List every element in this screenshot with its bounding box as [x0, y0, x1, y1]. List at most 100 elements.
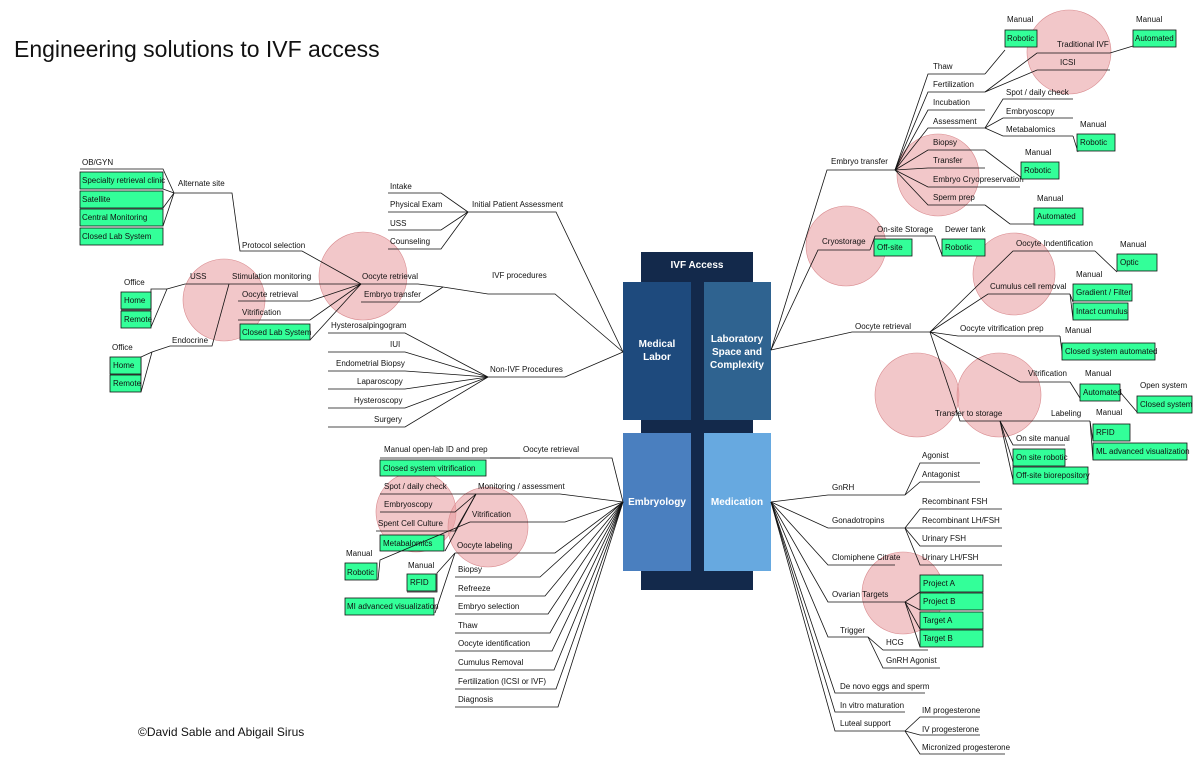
label-physical-exam: Physical Exam	[390, 200, 443, 209]
green-mi-advanced	[344, 597, 435, 616]
label-iv-progesterone: IV progesterone	[922, 725, 979, 734]
label-automated-top: Automated	[1135, 34, 1174, 43]
embryology-branch: Oocyte retrieval Manual open-lab ID and …	[344, 445, 624, 708]
medical-labor-label-1: Medical	[639, 339, 676, 350]
label-office: Office	[124, 278, 145, 287]
laboratory-label-3: Complexity	[710, 360, 764, 371]
label-initial-patient-assessment: Initial Patient Assessment	[472, 200, 564, 209]
green-closed-lab-system-2	[239, 323, 311, 341]
medication-label: Medication	[711, 497, 763, 508]
label-l-embryoscopy: Embryoscopy	[1006, 107, 1054, 116]
label-oocyte-vitri-prep: Oocyte vitrification prep	[960, 324, 1044, 333]
green-central-monitoring	[79, 208, 164, 227]
label-l-thaw: Thaw	[933, 62, 953, 71]
label-alternate-site: Alternate site	[178, 179, 225, 188]
label-intake: Intake	[390, 182, 412, 191]
label-metabalomics: Metabalomics	[383, 539, 432, 548]
label-monitoring-assessment: Monitoring / assessment	[478, 482, 565, 491]
label-target-b: Target B	[923, 634, 953, 643]
label-transfer-to-storage: Transfer to storage	[935, 409, 1003, 418]
label-l-embryo-transfer: Embryo transfer	[831, 157, 888, 166]
green-closed-lab-system	[79, 227, 164, 246]
label-specialty-retrieval: Specialty retrieval clinic	[82, 176, 165, 185]
green-on-site-robotic	[1012, 448, 1066, 467]
label-protocol-selection: Protocol selection	[242, 241, 305, 250]
label-automated-vitri: Automated	[1083, 388, 1122, 397]
label-robotic-meta: Robotic	[1080, 138, 1107, 147]
green-target-a	[919, 611, 984, 630]
label-robotic-dewer: Robotic	[945, 243, 972, 252]
green-robotic-biopsy	[1020, 161, 1060, 180]
label-l-manual-10: Manual	[1096, 408, 1122, 417]
label-l-manual-4: Manual	[1025, 148, 1051, 157]
label-fertilization: Fertilization	[933, 80, 974, 89]
label-l-manual-2: Manual	[1136, 15, 1162, 24]
medical-labor-block	[623, 282, 691, 420]
label-dewer-tank: Dewer tank	[945, 225, 986, 234]
label-remote-1: Remote	[124, 315, 153, 324]
green-robotic-dewer	[941, 238, 986, 257]
label-l-manual-7: Manual	[1076, 270, 1102, 279]
label-incubation: Incubation	[933, 98, 970, 107]
label-vitrification: Vitrification	[242, 308, 281, 317]
label-endometrial-biopsy: Endometrial Biopsy	[336, 359, 405, 368]
label-project-b: Project B	[923, 597, 955, 606]
label-laparoscopy: Laparoscopy	[357, 377, 403, 386]
green-specialty-retrieval	[79, 171, 164, 190]
label-embryo-transfer: Embryo transfer	[364, 290, 421, 299]
highlight-circle	[874, 352, 960, 438]
label-iui: IUI	[390, 340, 400, 349]
label-on-site-robotic: On site robotic	[1016, 453, 1068, 462]
highlight-circle	[972, 232, 1056, 316]
label-l-biopsy: Biopsy	[933, 138, 957, 147]
label-l-manual-1: Manual	[1007, 15, 1033, 24]
label-l-manual-3: Manual	[1080, 120, 1106, 129]
label-antagonist: Antagonist	[922, 470, 961, 479]
green-home-1	[120, 291, 152, 310]
embryology-label: Embryology	[628, 497, 686, 508]
medication-block	[704, 433, 771, 571]
label-clomiphene: Clomiphene Citrate	[832, 553, 901, 562]
green-closed-system-automated	[1061, 342, 1156, 361]
laboratory-branch: Embryo transfer Cryostorage Oocyte retri…	[770, 15, 1193, 485]
label-home-1: Home	[124, 296, 146, 305]
hub-title: IVF Access	[671, 260, 724, 271]
highlight-circle	[956, 352, 1042, 438]
label-spent-cell-culture: Spent Cell Culture	[378, 519, 443, 528]
label-urinary-fsh: Urinary FSH	[922, 534, 966, 543]
label-l-vitrification: Vitrification	[1028, 369, 1067, 378]
copyright: ©David Sable and Abigail Sirus	[138, 725, 304, 739]
label-spot-daily-check: Spot / daily check	[384, 482, 448, 491]
green-optic	[1116, 253, 1158, 272]
green-robotic-top	[1004, 29, 1038, 48]
label-offsite-biorepository: Off-site biorepository	[1016, 471, 1090, 480]
label-endocrine: Endocrine	[172, 336, 209, 345]
highlight-circle	[447, 486, 529, 568]
label-uss-2: USS	[190, 272, 206, 281]
label-cumulus-removal: Cumulus Removal	[458, 658, 524, 667]
embryology-block	[623, 433, 691, 571]
label-cryostorage: Cryostorage	[822, 237, 866, 246]
label-closed-lab-system-2: Closed Lab System	[242, 328, 312, 337]
label-cumulus-cell-removal: Cumulus cell removal	[990, 282, 1067, 291]
label-oocyte-retrieval: Oocyte retrieval	[362, 272, 418, 281]
label-e-manual-2: Manual	[408, 561, 434, 570]
label-mi-advanced: MI advanced visualization	[347, 602, 439, 611]
label-im-progesterone: IM progesterone	[922, 706, 981, 715]
label-closed-system: Closed system	[1140, 400, 1193, 409]
laboratory-block	[704, 282, 771, 420]
label-agonist: Agonist	[922, 451, 949, 460]
highlight-circle	[896, 133, 980, 217]
label-l-manual-8: Manual	[1065, 326, 1091, 335]
label-gnrh-agonist: GnRH Agonist	[886, 656, 937, 665]
label-l-manual-5: Manual	[1037, 194, 1063, 203]
label-diagnosis: Diagnosis	[458, 695, 493, 704]
label-metabalomics-text: Metabalomics	[1006, 125, 1055, 134]
green-gradient-filter	[1072, 283, 1133, 302]
label-biopsy: Biopsy	[458, 565, 482, 574]
label-target-a: Target A	[923, 616, 953, 625]
label-closed-lab-system: Closed Lab System	[82, 232, 152, 241]
label-non-ivf-procedures: Non-IVF Procedures	[490, 365, 563, 374]
green-offsite	[873, 238, 913, 257]
label-l-manual-9: Manual	[1085, 369, 1111, 378]
